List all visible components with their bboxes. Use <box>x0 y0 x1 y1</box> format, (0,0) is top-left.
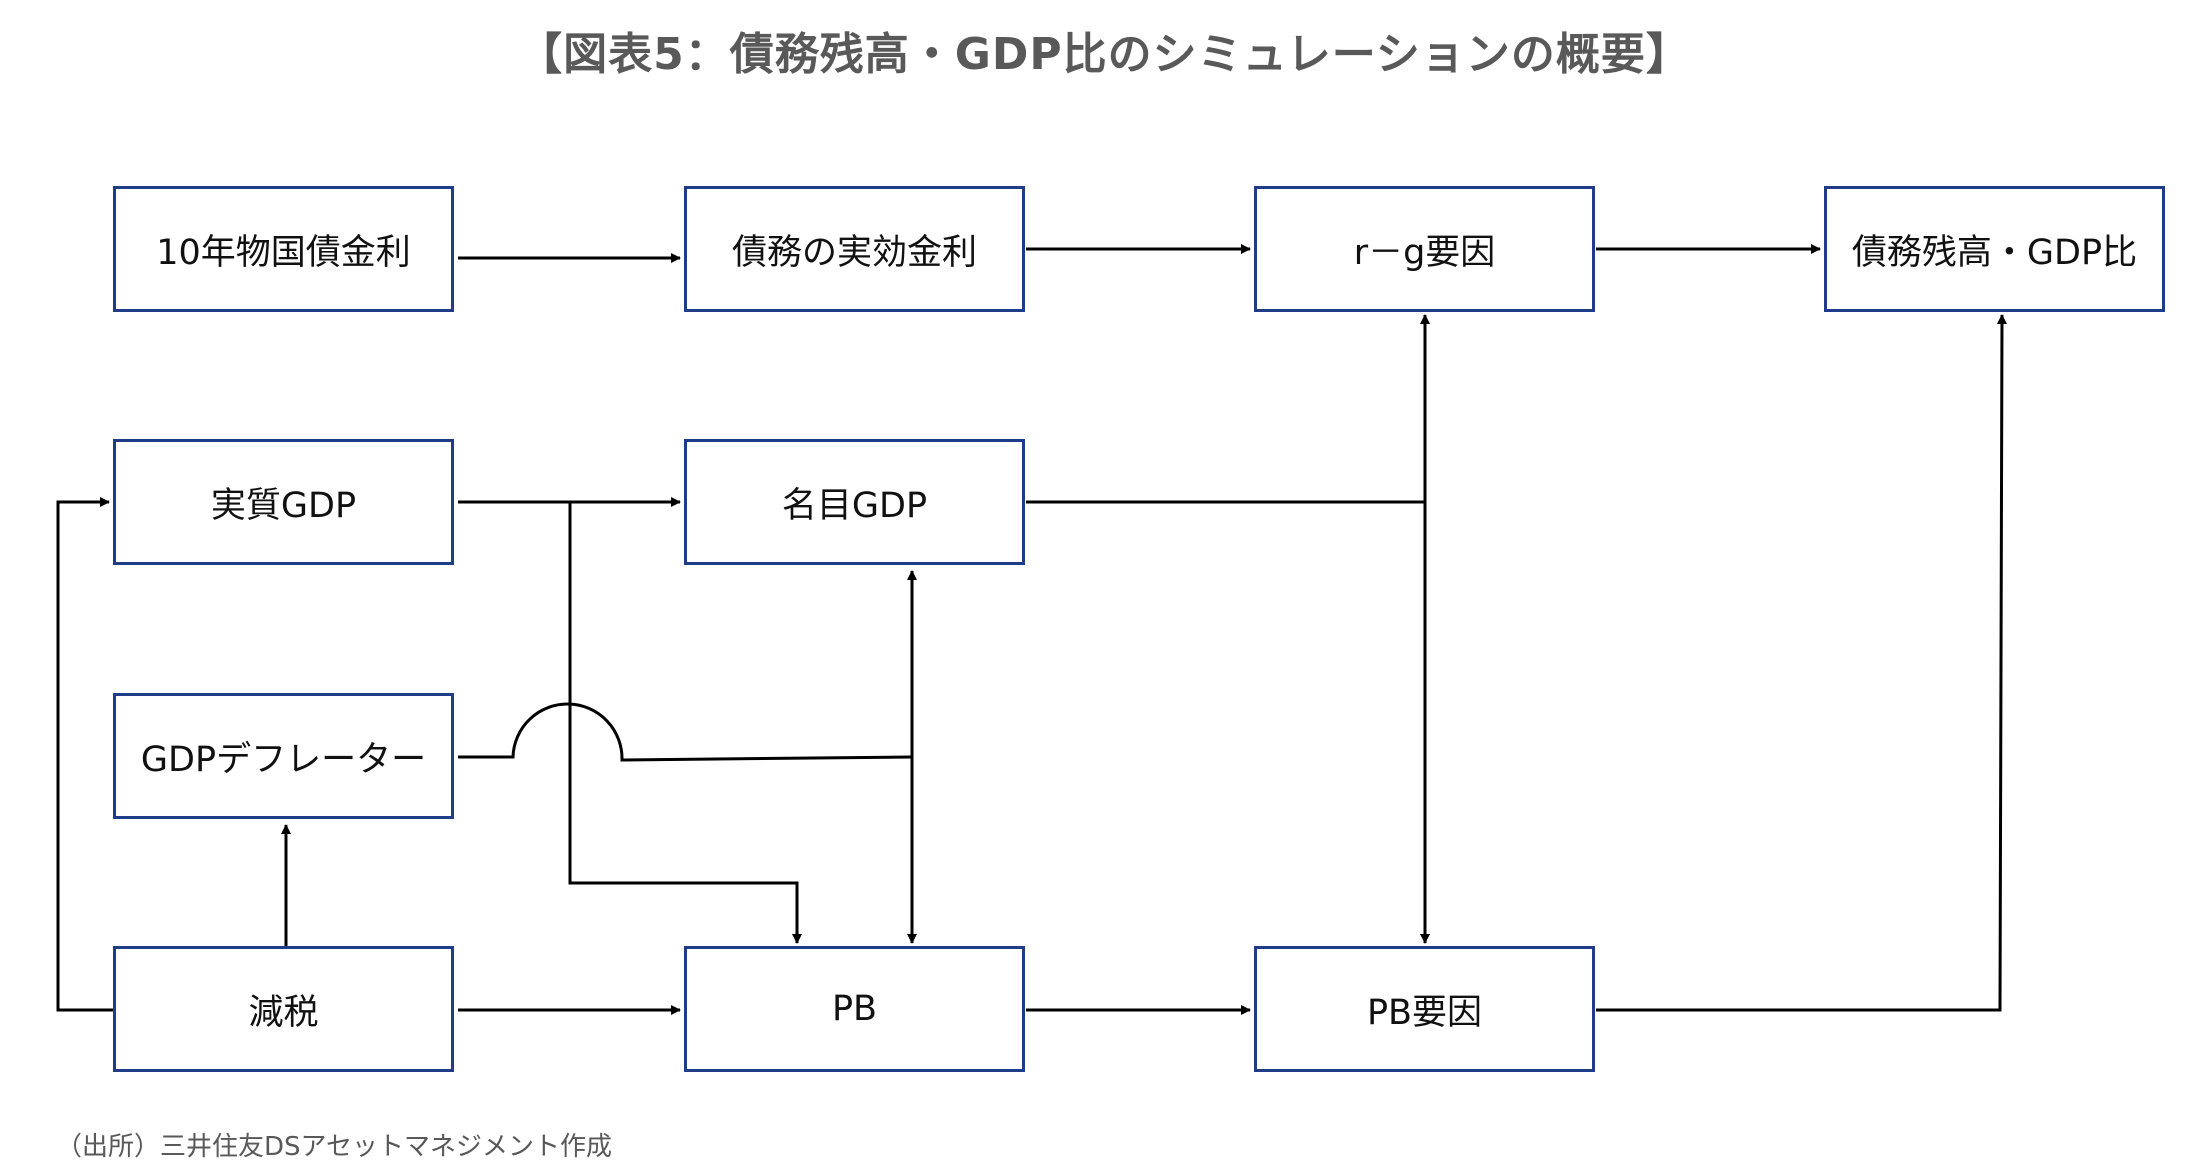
node-bond-rate: 10年物国債金利 <box>113 186 454 312</box>
node-real-gdp-label: 実質GDP <box>210 485 357 526</box>
node-rg-factor-label: r－g要因 <box>1353 232 1496 273</box>
node-pb-label: PB <box>831 989 878 1029</box>
node-pb-factor: PB要因 <box>1254 946 1595 1072</box>
node-effective-rate: 債務の実効金利 <box>684 186 1025 312</box>
edge-tax-cut-to-real-gdp <box>56 497 115 1012</box>
node-bond-rate-label: 10年物国債金利 <box>156 232 411 273</box>
node-rg-factor: r－g要因 <box>1254 186 1595 312</box>
node-nominal-gdp-label: 名目GDP <box>781 485 928 526</box>
source-note: （出所）三井住友DSアセットマネジメント作成 <box>56 1132 613 1162</box>
node-deflator-label: GDPデフレーター <box>140 739 427 780</box>
node-pb-factor-label: PB要因 <box>1366 992 1483 1033</box>
node-real-gdp: 実質GDP <box>113 439 454 565</box>
node-debt-gdp-label: 債務残高・GDP比 <box>1851 232 2138 273</box>
node-tax-cut: 減税 <box>113 946 454 1072</box>
node-tax-cut-label: 減税 <box>248 992 319 1033</box>
node-effective-rate-label: 債務の実効金利 <box>731 232 977 273</box>
node-nominal-gdp: 名目GDP <box>684 439 1025 565</box>
node-debt-gdp: 債務残高・GDP比 <box>1824 186 2165 312</box>
edge-pb-factor-to-debt-gdp <box>1596 314 2007 1012</box>
edge-real-gdp-to-pb <box>568 502 802 944</box>
diagram-title: 【図表5：債務残高・GDP比のシミュレーションの概要】 <box>518 29 1691 80</box>
edge-deflator-to-junction <box>458 702 913 762</box>
node-pb: PB <box>684 946 1025 1072</box>
node-deflator: GDPデフレーター <box>113 693 454 819</box>
